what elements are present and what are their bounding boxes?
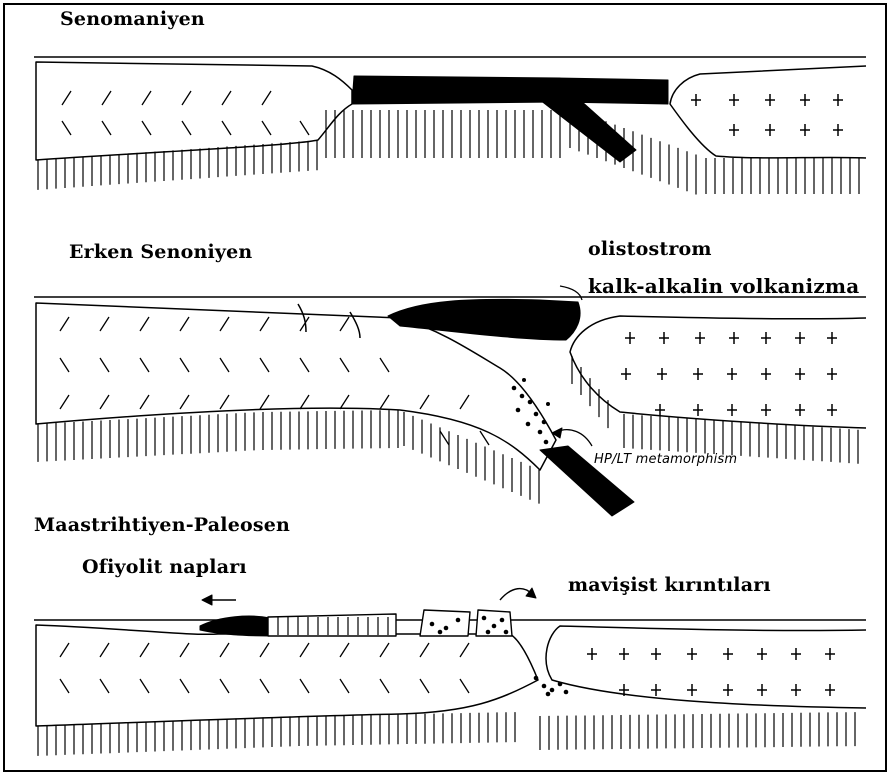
olistostrom-label: olistostrom xyxy=(588,238,712,260)
breccia-clast xyxy=(544,440,549,445)
breccia-clast xyxy=(444,626,449,631)
breccia-clast xyxy=(546,692,551,697)
mantle-hatching-right xyxy=(540,712,855,750)
breccia-clast xyxy=(512,386,517,391)
calc-alkaline-volcanism-label: kalk-alkalin volkanizma xyxy=(588,274,859,298)
panel-senomaniyen xyxy=(34,57,866,195)
breccia-clast xyxy=(558,682,563,687)
hp-lt-metamorphism-label: HP/LT metamorphism xyxy=(594,452,737,467)
breccia-clast xyxy=(528,400,533,405)
blueschist-arrowhead xyxy=(526,588,536,598)
breccia-clast xyxy=(550,452,555,457)
breccia-clast xyxy=(550,688,555,693)
breccia-clast xyxy=(516,408,521,413)
left-continent xyxy=(36,625,538,726)
breccia-clast xyxy=(542,420,547,425)
breccia-clast xyxy=(486,630,491,635)
breccia-clast xyxy=(542,684,547,689)
panel-maastrihtiyen-paleosen xyxy=(34,588,866,756)
breccia-clast xyxy=(500,618,505,623)
blueschist-block xyxy=(420,610,470,636)
breccia-clast xyxy=(546,402,550,406)
breccia-clast xyxy=(522,378,526,382)
mantle-hatching-right xyxy=(706,158,859,194)
ophiolite-nappe xyxy=(200,616,270,636)
panel-erken-senoniyen xyxy=(34,286,866,516)
breccia-clast xyxy=(534,676,539,681)
breccia-clast xyxy=(492,624,497,629)
blueschist-fragments-label: mavişist kırıntıları xyxy=(568,574,771,596)
right-continent xyxy=(670,66,866,158)
ophiolite-sheet xyxy=(268,614,396,636)
breccia-clast xyxy=(538,430,543,435)
breccia-clast xyxy=(504,630,509,635)
left-continent xyxy=(36,62,352,160)
breccia-clast xyxy=(438,630,443,635)
breccia-clast xyxy=(430,622,435,627)
right-continent xyxy=(570,316,866,428)
volcanism-arrow xyxy=(560,286,582,300)
breccia-clast xyxy=(520,394,525,399)
continent-pattern-row xyxy=(440,431,489,445)
panel-3-title: Maastrihtiyen-Paleosen xyxy=(34,514,290,536)
panel-2-title: Erken Senoniyen xyxy=(69,241,252,263)
breccia-clast xyxy=(456,618,461,623)
ophiolite-arrowhead xyxy=(202,595,212,605)
panel-1-title: Senomaniyen xyxy=(60,8,205,30)
breccia-clast xyxy=(564,690,569,695)
oceanic-crust-left xyxy=(352,76,560,104)
breccia-clast xyxy=(526,422,531,427)
mantle-hatching-center xyxy=(326,110,560,158)
right-continent xyxy=(546,626,866,708)
breccia-clast xyxy=(482,616,487,621)
ophiolite-nappes-label: Ofiyolit napları xyxy=(82,556,247,578)
breccia-clast xyxy=(534,412,539,417)
